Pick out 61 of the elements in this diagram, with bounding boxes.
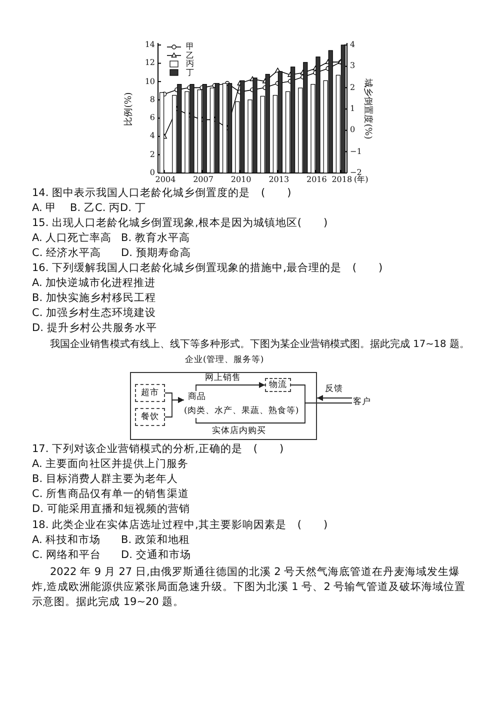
option-text: A. 甲 — [32, 202, 57, 215]
option-text: A. 科技和市场 — [32, 534, 101, 547]
tick-label: 2013 — [268, 175, 290, 185]
node-label: 商品 — [188, 392, 206, 403]
question-text: 14. 图中表示我国人口老龄化城乡倒置度的是 ( ) — [32, 187, 292, 200]
option-text: D. 丁 — [120, 202, 146, 215]
axis-title: 比例(%) — [124, 92, 134, 126]
axis-title: (年) — [354, 175, 368, 185]
tick-label: 2007 — [193, 175, 214, 185]
option-text: A. 主要面向社区并提供上门服务 — [32, 458, 189, 471]
option-text: B. 乙 — [70, 202, 95, 215]
question-text: 18. 此类企业在实体店选址过程中,其主要影响因素是 ( ) — [32, 519, 328, 532]
tick-label: 4 — [350, 40, 356, 50]
question-text: 15. 出现人口老龄化城乡倒置现象,根本是因为城镇地区( ) — [32, 217, 328, 230]
node-label: (肉类、水产、果蔬、熟食等) — [184, 406, 299, 417]
tick-label: 8 — [150, 94, 155, 105]
option-text: B. 政策和地租 — [121, 534, 190, 547]
tick-label: 6 — [150, 113, 155, 124]
question-text: 16. 下列缓解我国人口老龄化城乡倒置现象的措施中,最合理的是 ( ) — [32, 262, 383, 275]
intro-paragraph: 2022 年 9 月 27 日,由俄罗斯通往德国的北溪 2 号天然气海底管道在丹麦海域发生爆炸,造成欧洲能源供应紧张局面急速升级。下图为北溪 1 号、2 号输气管道及破坏海域位置示意图。据此完成 19~20 题。 — [32, 565, 467, 610]
option-text: C. 加强乡村生态环境建设 — [32, 307, 156, 320]
tick-label: 2010 — [230, 175, 252, 185]
option-text: D. 可能采用直播和短视频的营销 — [32, 503, 190, 516]
tick-label: 14 — [144, 40, 155, 50]
tick-label: 2016 — [306, 175, 327, 185]
option-text: A. 人口死亡率高 — [32, 232, 112, 245]
tick-label: 1 — [350, 104, 356, 114]
edge-label: 反馈 — [325, 384, 343, 394]
question-text: 17. 下列对该企业营销模式的分析,正确的是 ( ) — [32, 443, 284, 456]
tick-label: 10 — [144, 76, 155, 87]
tick-label: 2018 — [332, 175, 352, 185]
legend-label: 乙 — [186, 50, 194, 60]
tick-label: 12 — [144, 58, 155, 68]
option-text: C. 所售商品仅有单一的销售渠道 — [32, 488, 190, 501]
legend-label: 丁 — [186, 68, 194, 78]
tick-label: −2 — [350, 168, 362, 177]
option-text: B. 目标消费人群主要为老年人 — [32, 473, 178, 486]
tick-label: 2 — [350, 82, 356, 93]
option-text: D. 交通和市场 — [121, 549, 191, 562]
option-text: A. 加快逆城市化进程推进 — [32, 277, 156, 290]
axis-title: 城乡倒置度(%) — [362, 78, 372, 140]
option-text: D. 提升乡村公共服务水平 — [32, 322, 157, 335]
legend-label: 丙 — [186, 59, 194, 69]
edge-label: 实体店内购买 — [212, 426, 266, 436]
tick-label: −1 — [350, 146, 362, 157]
edge-label: 网上销售 — [205, 373, 241, 383]
diagram-heading: 企业(管理、服务等) — [185, 355, 264, 366]
legend-label: 甲 — [186, 42, 194, 52]
option-text: B. 加快实施乡村移民工程 — [32, 292, 156, 305]
tick-label: 4 — [150, 131, 155, 142]
option-text: C. 丙 — [95, 202, 120, 215]
tick-label: 2004 — [155, 175, 176, 185]
tick-label: 0 — [150, 168, 155, 178]
option-text: C. 经济水平高 — [32, 247, 102, 260]
option-text: C. 网络和平台 — [32, 549, 102, 562]
option-text: B. 教育水平高 — [121, 232, 190, 245]
intro-paragraph: 我国企业销售模式有线上、线下等多种形式。下图为某企业营销模式图。据此完成 17~18 题。 — [50, 338, 470, 351]
tick-label: 0 — [350, 125, 356, 136]
option-text: D. 预期寿命高 — [121, 247, 191, 260]
tick-label: 3 — [350, 61, 356, 72]
tick-label: 2 — [150, 150, 155, 160]
